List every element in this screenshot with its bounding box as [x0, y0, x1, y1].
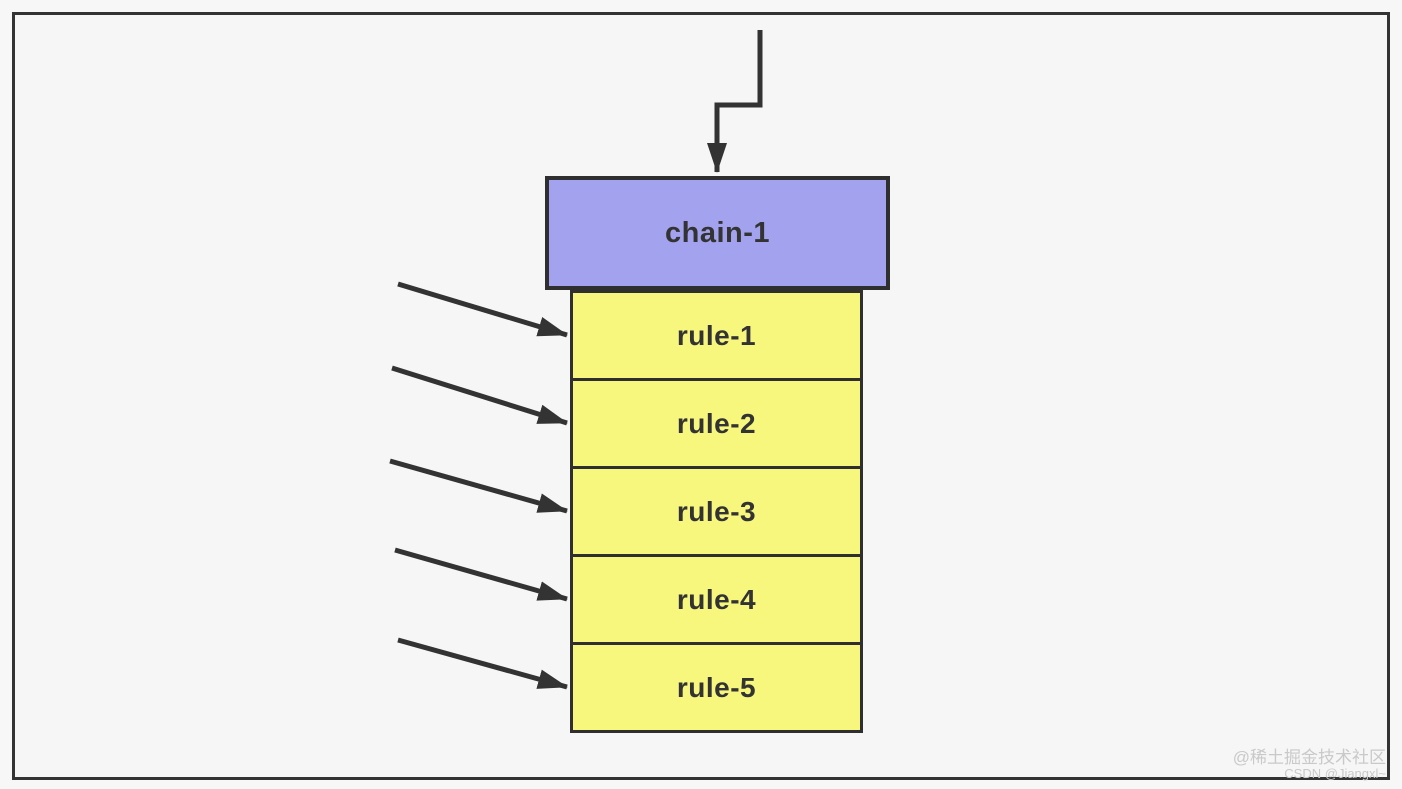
watermark-community: @稀土掘金技术社区	[1232, 748, 1386, 768]
rule-node: rule-5	[570, 642, 863, 733]
rule-node: rule-3	[570, 466, 863, 557]
rule-node-label: rule-4	[676, 583, 757, 615]
chain-node: chain-1	[545, 176, 890, 290]
rule-node-label: rule-5	[676, 671, 757, 703]
rule-node-label: rule-3	[676, 495, 757, 527]
rule-node: rule-4	[570, 554, 863, 645]
watermark-author: CSDN @Jiangxl~	[1284, 765, 1386, 781]
chain-node-label: chain-1	[664, 216, 771, 249]
rule-stack: rule-1 rule-2 rule-3 rule-4 rule-5	[570, 290, 863, 733]
rule-node: rule-2	[570, 378, 863, 469]
rule-node-label: rule-1	[676, 319, 757, 351]
rule-node: rule-1	[570, 290, 863, 381]
watermark: @稀土掘金技术社区 CSDN @Jiangxl~	[1232, 748, 1386, 781]
rule-node-label: rule-2	[676, 407, 757, 439]
